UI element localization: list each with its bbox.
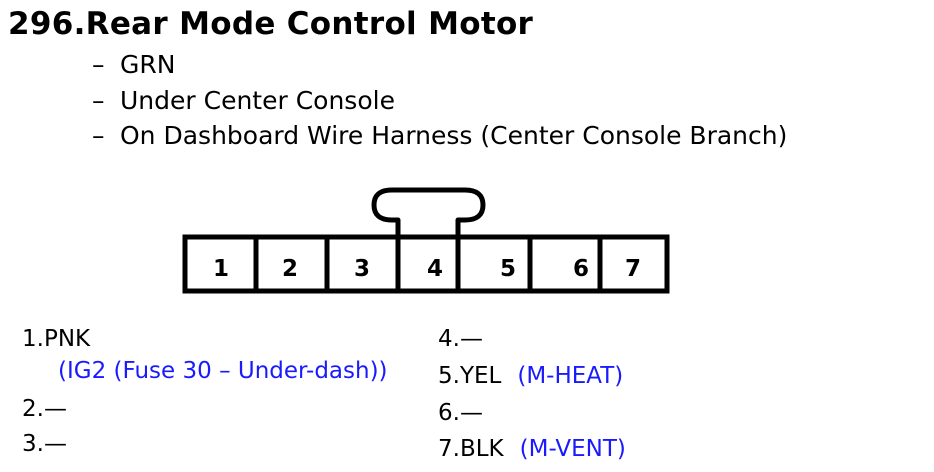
pin-6-wire: 6.— xyxy=(438,400,483,426)
pin-number-5: 5 xyxy=(500,256,516,282)
pin-number-2: 2 xyxy=(282,256,298,282)
pin-2-wire: 2.— xyxy=(22,396,67,422)
wire-color-line: –GRN xyxy=(92,48,175,82)
pin-7-row: 7.BLK (M-VENT) xyxy=(438,433,626,465)
pin-5-row: 5.YEL (M-HEAT) xyxy=(438,360,623,392)
harness: On Dashboard Wire Harness (Center Consol… xyxy=(120,121,788,150)
pin-number-1: 1 xyxy=(213,256,229,282)
pin-5-wire: 5.YEL xyxy=(438,363,502,389)
pin-7-wire: 7.BLK xyxy=(438,436,504,462)
location-line: –Under Center Console xyxy=(92,84,395,118)
connector-locking-tab xyxy=(371,187,486,237)
pin-number-3: 3 xyxy=(354,256,370,282)
pin-5-function: (M-HEAT) xyxy=(517,363,624,389)
page-title: 296.Rear Mode Control Motor xyxy=(8,6,534,42)
pin-1-wire: 1.PNK xyxy=(22,326,91,352)
harness-line: –On Dashboard Wire Harness (Center Conso… xyxy=(92,119,787,153)
wire-color: GRN xyxy=(120,50,176,79)
bullet-dash: – xyxy=(92,121,105,150)
pin-number-4: 4 xyxy=(427,256,443,282)
bullet-dash: – xyxy=(92,50,105,79)
pin-3-wire: 3.— xyxy=(22,431,67,457)
connector-body xyxy=(182,234,670,294)
pin-4-wire: 4.— xyxy=(438,326,483,352)
bullet-dash: – xyxy=(92,86,105,115)
pin-7-function: (M-VENT) xyxy=(519,436,626,462)
pin-1-function: (IG2 (Fuse 30 – Under-dash)) xyxy=(58,358,388,384)
location: Under Center Console xyxy=(120,86,395,115)
pin-number-6: 6 xyxy=(573,256,589,282)
pin-number-7: 7 xyxy=(625,256,641,282)
